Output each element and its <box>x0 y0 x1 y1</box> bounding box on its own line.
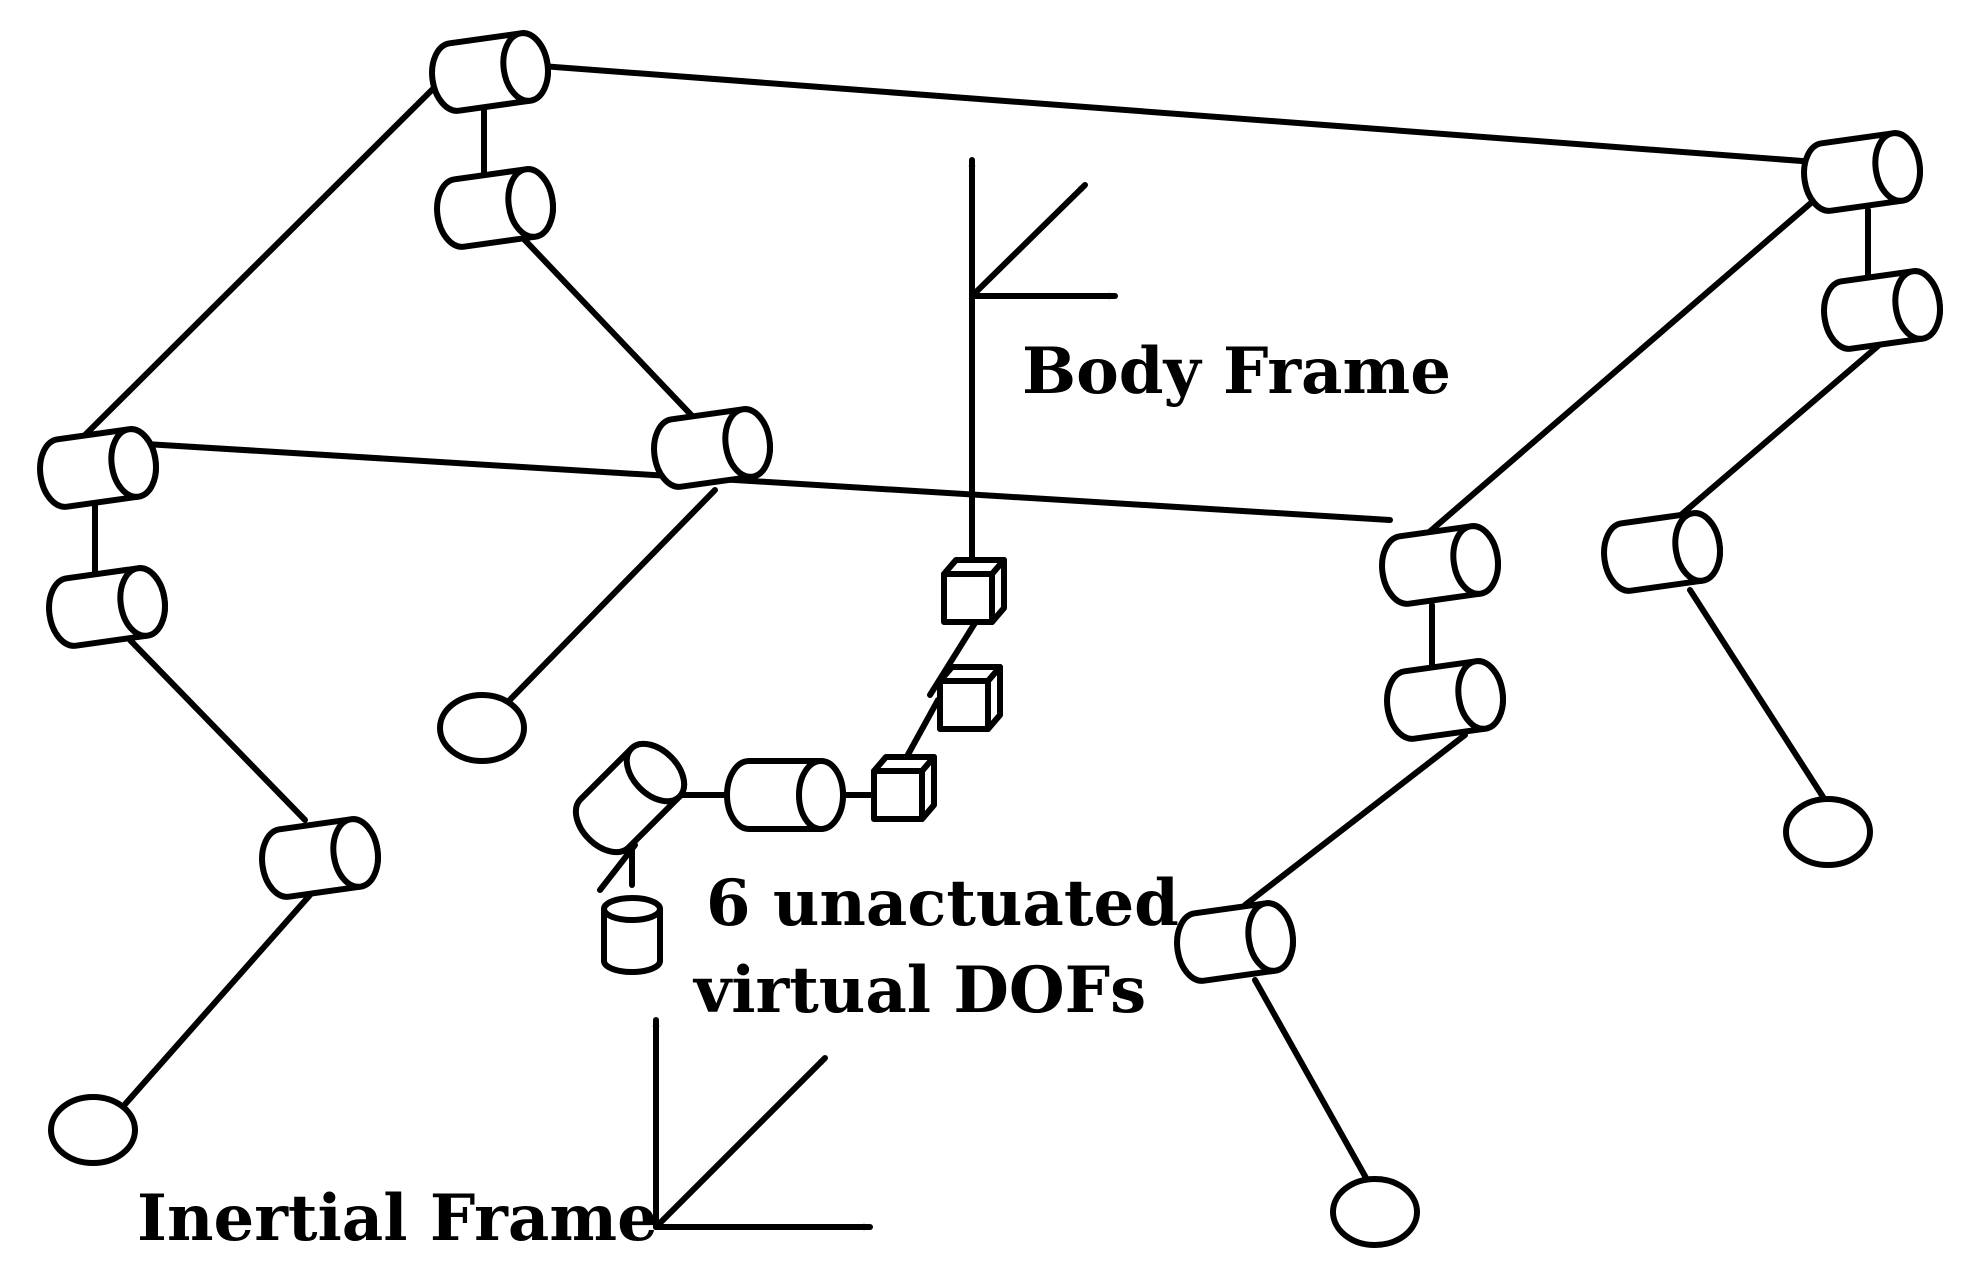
virtual-dofs-label-line1: 6 unactuated <box>706 866 1179 941</box>
hip-abduction-joint <box>1800 130 1924 213</box>
inertial-frame-axis-y <box>653 1055 828 1230</box>
hip-flexion-joint <box>433 166 557 249</box>
body-frame-axes <box>968 157 1118 300</box>
knee-joint <box>1173 900 1297 983</box>
foot-contact <box>1783 796 1873 868</box>
trunk <box>77 57 1858 543</box>
inertial-frame-axes <box>652 1017 873 1231</box>
foot-contact <box>437 692 527 764</box>
virtual-prismatic-joint-x <box>874 757 934 819</box>
knee-joint <box>258 816 382 899</box>
hip-flexion-joint <box>1383 658 1507 741</box>
virtual-revolute-joint-roll <box>727 761 843 829</box>
leg-rear-right <box>1600 130 1944 868</box>
hip-abduction-joint <box>1378 523 1502 606</box>
leg-rear-left <box>428 30 774 764</box>
foot-contact <box>1330 1176 1420 1248</box>
virtual-dofs-label-line2: virtual DOFs <box>692 953 1146 1028</box>
hip-abduction-joint <box>36 426 160 509</box>
hip-flexion-joint <box>45 565 169 648</box>
hip-flexion-joint <box>1820 268 1944 351</box>
leg-front-right <box>1173 523 1507 1248</box>
virtual-revolute-joint-pitch <box>565 733 695 863</box>
virtual-revolute-joint-yaw <box>604 898 660 972</box>
leg-front-left <box>36 426 382 1166</box>
virtual-prismatic-joint-z <box>944 560 1004 622</box>
knee-joint <box>1600 510 1724 593</box>
foot-contact <box>48 1094 138 1166</box>
hip-abduction-joint <box>428 30 552 113</box>
knee-joint <box>650 406 774 489</box>
virtual-dof-chain <box>565 212 1004 972</box>
virtual-prismatic-joint-y <box>940 667 1000 729</box>
body-frame-axis-y <box>969 182 1088 299</box>
body-frame-label: Body Frame <box>1022 334 1451 409</box>
inertial-frame-label: Inertial Frame <box>137 1181 658 1256</box>
